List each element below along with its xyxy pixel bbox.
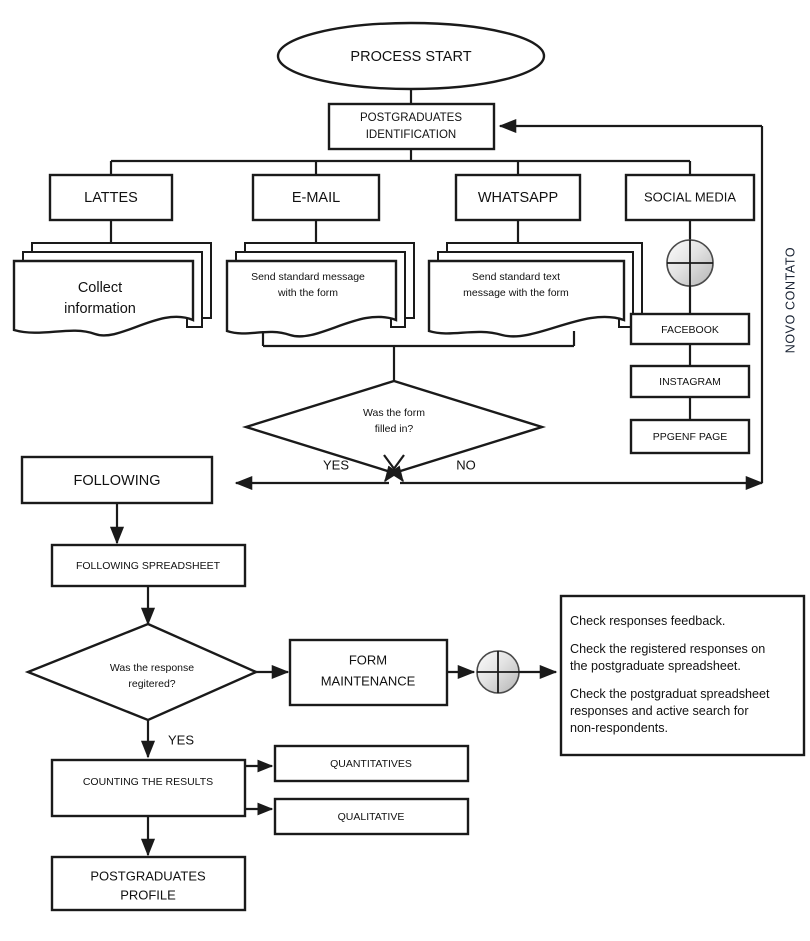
decision-response-line1: Was the response	[110, 662, 194, 674]
node-notes-box: Check responses feedback. Check the regi…	[559, 594, 806, 757]
quantitatives-label: QUANTITATIVES	[330, 758, 412, 770]
node-counting-the-results: COUNTING THE RESULTS	[50, 758, 247, 818]
node-decision-form-filled: Was the form filled in?	[241, 379, 547, 475]
node-following-spreadsheet: FOLLOWING SPREADSHEET	[50, 543, 247, 588]
decision-form-line2: filled in?	[375, 423, 414, 435]
notes-line-3: the postgraduate spreadsheet.	[570, 659, 741, 673]
node-qualitative: QUALITATIVE	[273, 797, 470, 836]
form-maintenance-junction-icon	[476, 650, 520, 694]
node-doc-collect-information: Collect information	[12, 242, 212, 337]
edge-label-yes-form: YES	[323, 457, 349, 472]
edge-docs-merge-to-decision	[261, 331, 576, 381]
identification-line1: POSTGRADUATES	[360, 112, 462, 124]
node-postgraduates-identification: POSTGRADUATES IDENTIFICATION	[327, 102, 496, 151]
node-decision-response-registered: Was the response regitered?	[24, 622, 259, 722]
instagram-label: INSTAGRAM	[659, 376, 721, 388]
node-ppgenf-page: PPGENF PAGE	[629, 418, 751, 455]
notes-line-5: responses and active search for	[570, 704, 749, 718]
node-postgraduates-profile: POSTGRADUATES PROFILE	[50, 855, 247, 912]
doc-collect-line2: information	[64, 301, 136, 317]
node-doc-send-standard-text-message: Send standard text message with the form	[427, 242, 643, 338]
node-facebook: FACEBOOK	[629, 312, 751, 346]
social-media-junction-icon	[666, 239, 714, 287]
qualitative-label: QUALITATIVE	[338, 811, 405, 823]
following-spreadsheet-label: FOLLOWING SPREADSHEET	[76, 560, 221, 572]
edge-bus-channels	[109, 149, 692, 175]
doc-email-line2: with the form	[277, 287, 338, 299]
profile-line2: PROFILE	[120, 887, 176, 902]
edge-yes-no-crossing	[234, 454, 764, 491]
form-maintenance-line2: MAINTENANCE	[321, 673, 416, 688]
decision-response-line2: regitered?	[128, 678, 175, 690]
node-quantitatives: QUANTITATIVES	[273, 744, 470, 783]
node-following: FOLLOWING	[20, 455, 214, 505]
channel-whatsapp-label: WHATSAPP	[478, 190, 558, 206]
counting-label: COUNTING THE RESULTS	[83, 776, 213, 788]
node-form-maintenance: FORM MAINTENANCE	[288, 638, 449, 707]
node-instagram: INSTAGRAM	[629, 364, 751, 399]
profile-line1: POSTGRADUATES	[90, 868, 206, 883]
notes-line-2: Check the registered responses on	[570, 642, 765, 656]
facebook-label: FACEBOOK	[661, 324, 719, 336]
edge-label-yes-response: YES	[168, 732, 194, 747]
doc-whatsapp-line2: message with the form	[463, 287, 569, 299]
channel-social-media-label: SOCIAL MEDIA	[644, 189, 736, 204]
edge-novo-contato-return	[498, 118, 764, 483]
edge-label-novo-contato: NOVO CONTATO	[783, 247, 797, 354]
notes-line-4: Check the postgraduat spreadsheet	[570, 687, 770, 701]
channel-email-label: E-MAIL	[292, 190, 340, 206]
following-label: FOLLOWING	[73, 473, 160, 489]
node-channel-social-media: SOCIAL MEDIA	[624, 173, 756, 222]
notes-line-1: Check responses feedback.	[570, 614, 725, 628]
process-start-label: PROCESS START	[350, 49, 471, 65]
node-channel-email: E-MAIL	[251, 173, 381, 222]
form-maintenance-line1: FORM	[349, 652, 387, 667]
doc-collect-line1: Collect	[78, 280, 122, 296]
channel-lattes-label: LATTES	[84, 190, 138, 206]
node-doc-send-standard-message: Send standard message with the form	[225, 242, 415, 338]
notes-line-6: non-respondents.	[570, 721, 668, 735]
node-channel-lattes: LATTES	[48, 173, 174, 222]
edge-label-no-form: NO	[456, 457, 476, 472]
ppgenf-page-label: PPGENF PAGE	[653, 431, 728, 443]
identification-line2: IDENTIFICATION	[366, 129, 457, 141]
node-process-start: PROCESS START	[276, 21, 546, 91]
decision-form-line1: Was the form	[363, 407, 425, 419]
doc-email-line1: Send standard message	[251, 271, 365, 283]
node-channel-whatsapp: WHATSAPP	[454, 173, 582, 222]
doc-whatsapp-line1: Send standard text	[472, 271, 560, 283]
